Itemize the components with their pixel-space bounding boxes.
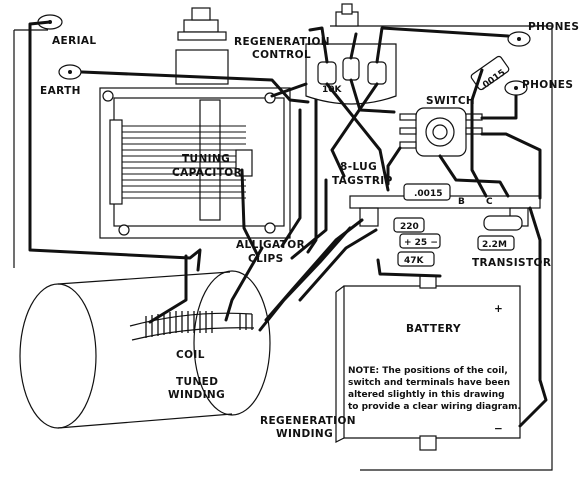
regeneration-control-label-1: REGENERATION — [234, 36, 330, 48]
res-220-value: 220 — [400, 222, 419, 232]
battery-plus: + — [494, 303, 503, 315]
regeneration-winding-label-2: WINDING — [276, 428, 333, 440]
transistor-pin-c: C — [486, 197, 493, 207]
resistor-220 — [393, 217, 425, 233]
transistor — [483, 215, 523, 231]
power-switch — [399, 107, 483, 157]
res-47k-value: 47K — [404, 256, 425, 266]
resistor-2m2 — [477, 235, 515, 251]
alligator-clips-label-1: ALLIGATOR — [236, 239, 305, 251]
coil — [19, 270, 271, 429]
note-line-1: NOTE: The positions of the coil, — [348, 366, 508, 376]
battery — [335, 275, 521, 451]
cap-25-value: + 25 − — [404, 238, 438, 248]
pot-value: 10K — [322, 85, 343, 95]
capacitor-phones — [470, 55, 510, 91]
tuned-winding-label-2: WINDING — [168, 389, 225, 401]
coil-label: COIL — [176, 349, 205, 361]
battery-minus: − — [494, 423, 503, 435]
note-line-4: to provide a clear wiring diagram. — [348, 402, 521, 412]
res-2m2-value: 2.2M — [482, 240, 507, 250]
tagstrip-label-1: 8-LUG — [340, 161, 377, 173]
capacitor-tagstrip — [403, 183, 451, 201]
battery-label: BATTERY — [406, 323, 461, 335]
resistor-47k — [397, 251, 435, 267]
cap-tagstrip-value: .0015 — [414, 189, 442, 199]
regeneration-control-label-2: CONTROL — [252, 49, 311, 61]
wiring — [28, 20, 548, 428]
earth-label: EARTH — [40, 85, 81, 97]
note-line-3: altered slightly in this drawing — [348, 390, 505, 400]
alligator-clips-label-2: CLIPS — [248, 253, 284, 265]
earth-terminal — [58, 64, 82, 80]
tuned-winding-label-1: TUNED — [176, 376, 218, 388]
aerial-label: AERIAL — [52, 35, 97, 47]
transistor-pin-b: B — [458, 197, 465, 207]
phones-top-label: PHONES — [528, 21, 579, 33]
electrolytic-25 — [399, 233, 441, 249]
note-line-2: switch and terminals have been — [348, 378, 510, 388]
phones-terminal-top — [507, 31, 531, 47]
phones-mid-label: PHONES — [522, 79, 573, 91]
tagstrip-label-2: TAGSTRIP — [332, 175, 393, 187]
tuning-capacitor-label-2: CAPACITOR — [172, 167, 242, 179]
regeneration-winding-label-1: REGENERATION — [260, 415, 356, 427]
transistor-label: TRANSISTOR — [472, 257, 551, 269]
switch-label: SWITCH — [426, 95, 475, 107]
tuning-capacitor-label-1: TUNING — [182, 153, 230, 165]
